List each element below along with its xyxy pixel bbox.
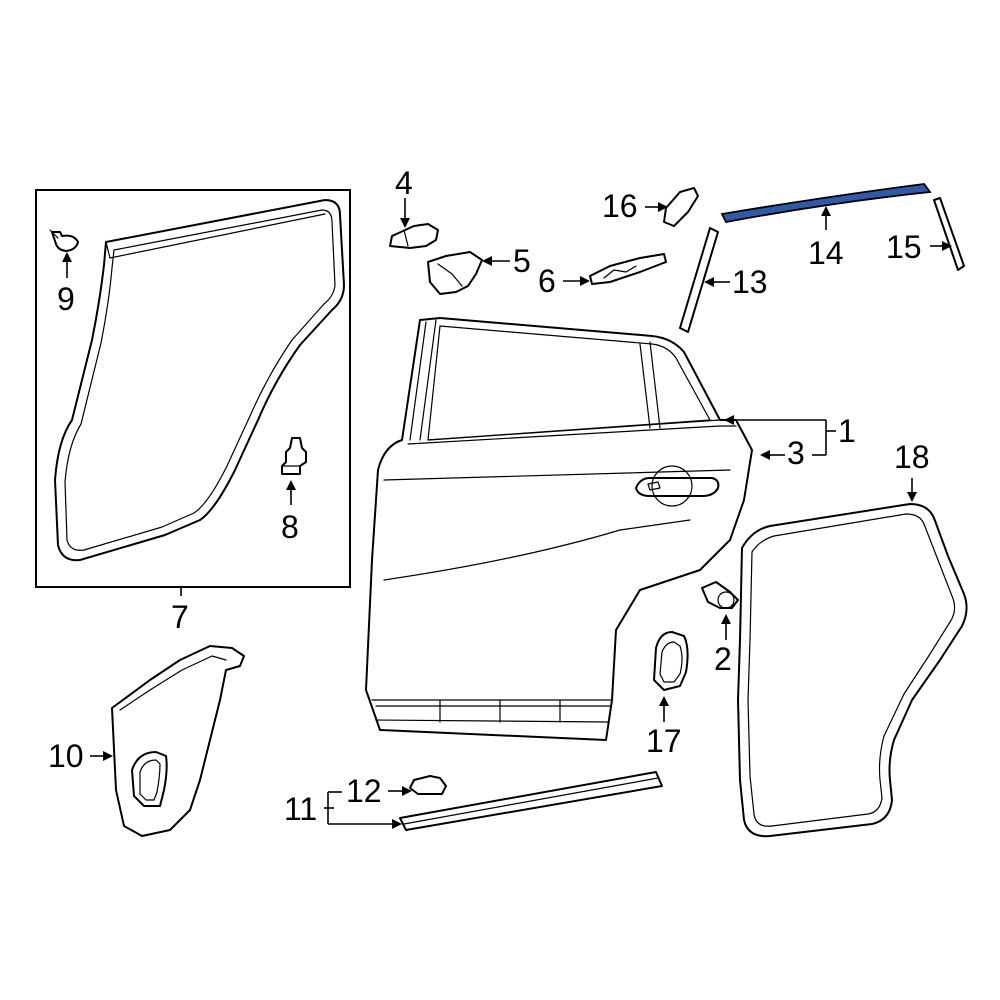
- part-1-3-rear-door[interactable]: [365, 317, 753, 741]
- callout-6[interactable]: 6: [538, 263, 556, 299]
- callout-13[interactable]: 13: [732, 264, 768, 300]
- callout-11[interactable]: 11: [284, 791, 317, 827]
- part-17-cap[interactable]: [653, 631, 689, 691]
- callout-5[interactable]: 5: [513, 243, 531, 279]
- part-12-clip[interactable]: [409, 775, 447, 795]
- callout-10[interactable]: 10: [48, 738, 84, 774]
- callout-17[interactable]: 17: [646, 723, 682, 759]
- callout-1[interactable]: 1: [838, 413, 856, 449]
- leader-lines: [62, 198, 952, 829]
- callout-4[interactable]: 4: [395, 165, 413, 201]
- callout-18[interactable]: 18: [894, 439, 930, 475]
- part-2-stopper[interactable]: [701, 581, 739, 609]
- callout-9[interactable]: 9: [57, 281, 75, 317]
- part-6-bracket[interactable]: [589, 253, 667, 285]
- part-9-clip[interactable]: [49, 229, 79, 252]
- part-16-end-cap[interactable]: [663, 187, 699, 227]
- part-5-bracket[interactable]: [427, 251, 483, 295]
- callout-12[interactable]: 12: [346, 773, 382, 809]
- part-18-opening-weatherstrip[interactable]: [737, 503, 968, 838]
- callout-8[interactable]: 8: [281, 509, 299, 545]
- part-15-end-trim[interactable]: [933, 197, 965, 271]
- callout-14[interactable]: 14: [808, 235, 844, 271]
- part-4-bracket[interactable]: [389, 223, 439, 249]
- part-13-strip[interactable]: [679, 227, 719, 333]
- part-14-upper-molding-highlighted[interactable]: [720, 183, 932, 224]
- callout-labels: 1 2 3 4 5 6 7 8 9 10 11 12 13 14 15 16 1…: [48, 165, 930, 827]
- callout-7[interactable]: 7: [171, 599, 189, 635]
- weatherstrip-inset-box: [35, 189, 351, 588]
- part-11-lower-molding[interactable]: [399, 771, 663, 831]
- callout-16[interactable]: 16: [602, 188, 638, 224]
- callout-3[interactable]: 3: [787, 435, 805, 471]
- part-8-clip[interactable]: [281, 437, 307, 475]
- part-7-door-weatherstrip[interactable]: [54, 199, 345, 562]
- callout-15[interactable]: 15: [886, 229, 922, 265]
- callout-2[interactable]: 2: [714, 641, 732, 677]
- part-10-service-hole-cover[interactable]: [111, 645, 245, 837]
